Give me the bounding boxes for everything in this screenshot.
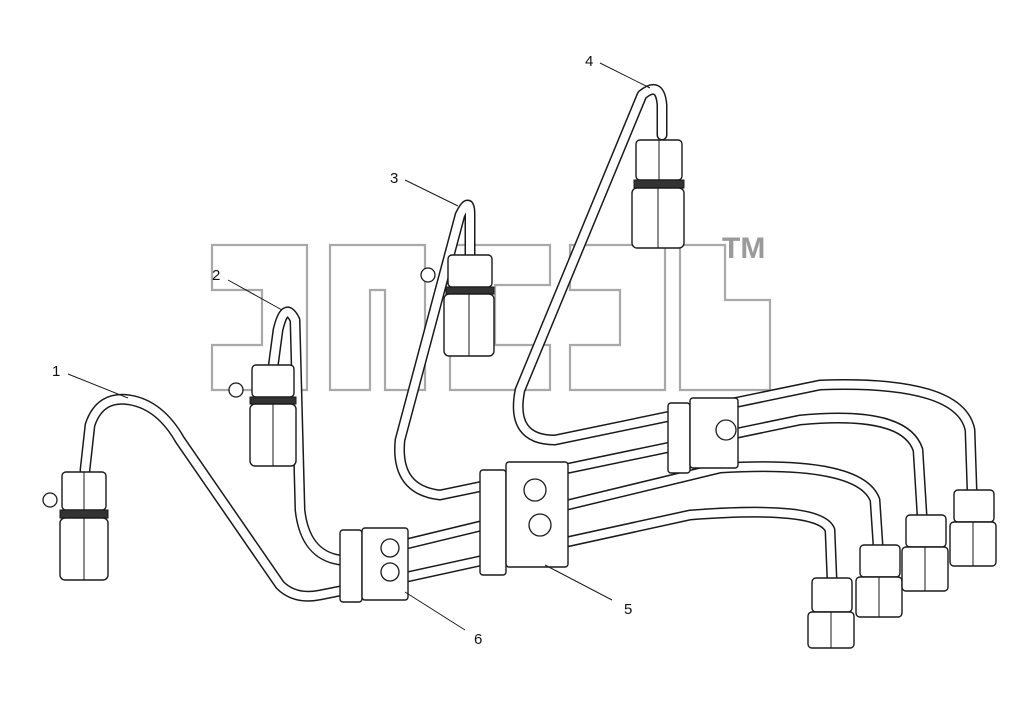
leader-6 xyxy=(404,591,466,631)
fitting-pump-4 xyxy=(949,489,997,567)
pipe-3 xyxy=(394,199,928,521)
callout-3: 3 xyxy=(390,170,398,187)
leader-3 xyxy=(404,179,459,207)
callout-1: 1 xyxy=(52,363,60,380)
fitting-pump-3 xyxy=(901,514,949,592)
fitting-pump-1 xyxy=(807,577,855,649)
watermark-trademark: TM xyxy=(722,232,765,265)
callout-6: 6 xyxy=(474,631,482,648)
fitting-injector-3 xyxy=(420,254,495,357)
clamp-5 xyxy=(479,461,569,576)
clamp-6 xyxy=(339,527,409,603)
leader-2 xyxy=(227,279,283,311)
fitting-injector-4 xyxy=(631,139,685,249)
watermark-logo: TM xyxy=(210,232,772,392)
pipe-2 xyxy=(266,306,884,566)
callout-5: 5 xyxy=(624,601,632,618)
pipe-4 xyxy=(512,83,978,496)
pipe-1 xyxy=(79,393,838,602)
clamp-upper-right xyxy=(667,397,739,474)
callout-4: 4 xyxy=(585,53,593,70)
leader-1 xyxy=(67,373,129,399)
leader-4 xyxy=(599,62,651,89)
fitting-pump-2 xyxy=(855,544,903,618)
fitting-injector-2 xyxy=(228,364,297,467)
fitting-injector-1 xyxy=(42,471,109,581)
leader-lines xyxy=(67,62,651,631)
leader-5 xyxy=(544,564,613,601)
callout-2: 2 xyxy=(212,267,220,284)
